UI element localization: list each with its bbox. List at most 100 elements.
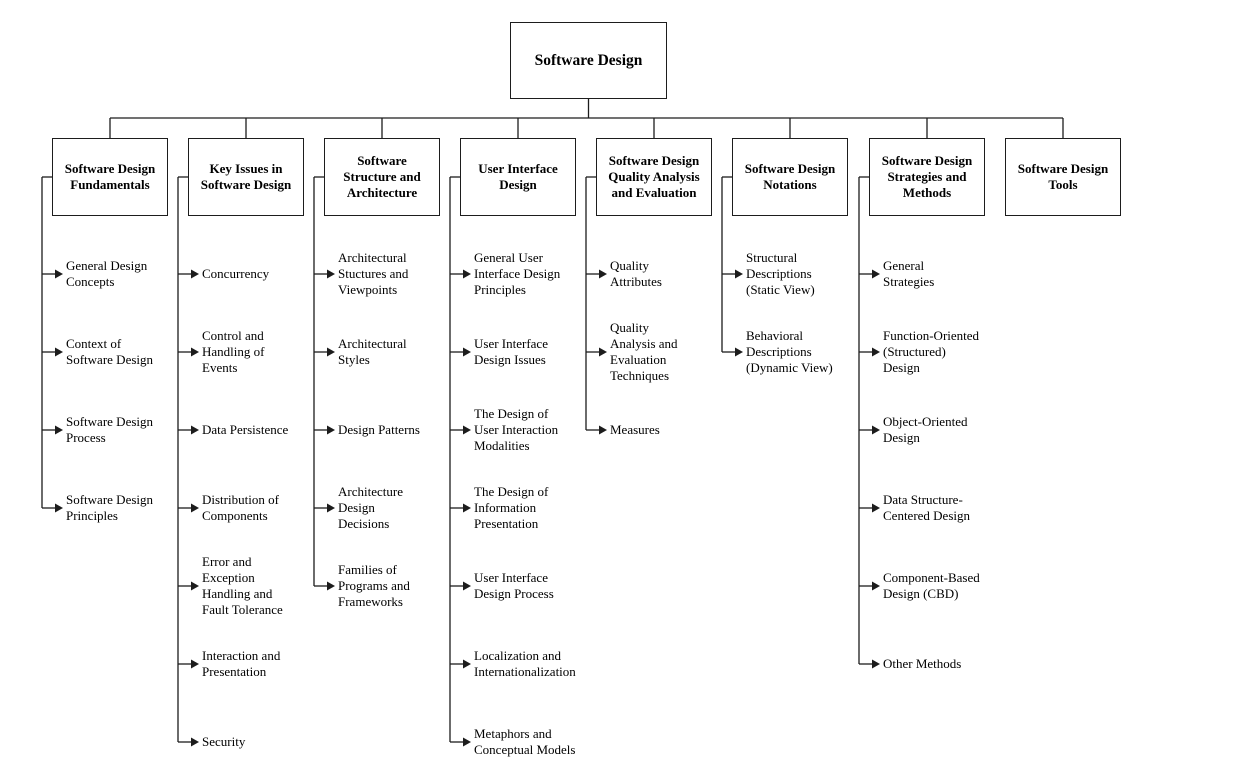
leaf-line: Descriptions bbox=[746, 266, 812, 281]
leaf-line: The Design of bbox=[474, 484, 549, 499]
node-title-line: User Interface bbox=[478, 161, 558, 176]
leaf-line: Principles bbox=[474, 282, 526, 297]
arrowhead-icon bbox=[872, 581, 880, 591]
leaf-line: User Interaction bbox=[474, 422, 559, 437]
leaf-line: Programs and bbox=[338, 578, 410, 593]
arrowhead-icon bbox=[599, 425, 607, 435]
node-title-line: Software Design bbox=[608, 153, 700, 168]
leaf-line: Attributes bbox=[610, 274, 662, 289]
leaf-line: General User bbox=[474, 250, 543, 265]
leaf-line: Viewpoints bbox=[338, 282, 398, 297]
leaf-line: Design (CBD) bbox=[883, 586, 959, 601]
leaf-line: Control and bbox=[202, 328, 264, 343]
arrowhead-icon bbox=[735, 347, 743, 357]
arrowhead-icon bbox=[327, 581, 335, 591]
leaf-line: Concepts bbox=[66, 274, 115, 289]
arrowhead-icon bbox=[872, 659, 880, 669]
leaf-line: Design Process bbox=[474, 586, 554, 601]
arrowhead-icon bbox=[55, 425, 63, 435]
leaf-line: Measures bbox=[610, 422, 660, 437]
leaf-line: Information bbox=[474, 500, 537, 515]
leaf-line: Design bbox=[338, 500, 375, 515]
arrowhead-icon bbox=[327, 503, 335, 513]
leaf-line: Interaction and bbox=[202, 648, 281, 663]
leaf-line: Components bbox=[202, 508, 268, 523]
leaf-line: Structural bbox=[746, 250, 798, 265]
node-title-line: Architecture bbox=[346, 185, 418, 200]
arrowhead-icon bbox=[872, 347, 880, 357]
leaf-item: Data Structure-Centered Design bbox=[883, 492, 970, 524]
arrowhead-icon bbox=[191, 347, 199, 357]
leaf-line: Frameworks bbox=[338, 594, 403, 609]
node-title-line: Software Design bbox=[1017, 161, 1109, 176]
leaf-line: Architecture bbox=[338, 484, 403, 499]
leaf-line: Styles bbox=[338, 352, 370, 367]
leaf-line: Context of bbox=[66, 336, 122, 351]
node-title-line: Software Design bbox=[744, 161, 836, 176]
leaf-line: Techniques bbox=[610, 368, 670, 383]
node-title-line: Software Design bbox=[881, 153, 973, 168]
leaf-line: Architectural bbox=[338, 250, 407, 265]
arrowhead-icon bbox=[872, 425, 880, 435]
leaf-line: Principles bbox=[66, 508, 118, 523]
leaf-line: Conceptual Models bbox=[474, 742, 576, 757]
leaf-line: Decisions bbox=[338, 516, 390, 531]
node-title-line: Quality Analysis bbox=[608, 169, 700, 184]
leaf-line: Evaluation bbox=[610, 352, 667, 367]
leaf-line: User Interface bbox=[474, 336, 548, 351]
leaf-line: Families of bbox=[338, 562, 397, 577]
leaf-line: Stuctures and bbox=[338, 266, 409, 281]
node-title-line: Structure and bbox=[343, 169, 421, 184]
node-title-line: Fundamentals bbox=[70, 177, 150, 192]
arrowhead-icon bbox=[191, 581, 199, 591]
leaf-line: (Structured) bbox=[883, 344, 946, 359]
leaf-line: Metaphors and bbox=[474, 726, 552, 741]
arrowhead-icon bbox=[55, 269, 63, 279]
arrowhead-icon bbox=[327, 347, 335, 357]
leaf-line: Interface Design bbox=[474, 266, 561, 281]
leaf-item: Other Methods bbox=[883, 656, 961, 672]
arrowhead-icon bbox=[599, 269, 607, 279]
leaf-line: Quality bbox=[610, 258, 649, 273]
leaf-line: Design bbox=[883, 430, 920, 445]
node-title-line: Notations bbox=[763, 177, 817, 192]
leaf-item: Design Patterns bbox=[338, 422, 420, 438]
arrowhead-icon bbox=[872, 269, 880, 279]
node-root-software-design: Software Design bbox=[510, 22, 667, 99]
node-title-line: Tools bbox=[1048, 177, 1078, 192]
leaf-line: Design Issues bbox=[474, 352, 546, 367]
leaf-line: Handling of bbox=[202, 344, 265, 359]
leaf-line: Handling and bbox=[202, 586, 273, 601]
leaf-line: Presentation bbox=[474, 516, 539, 531]
leaf-line: Behavioral bbox=[746, 328, 804, 343]
leaf-item: Data Persistence bbox=[202, 422, 288, 438]
leaf-line: General bbox=[883, 258, 925, 273]
leaf-item: Security bbox=[202, 734, 245, 750]
arrowhead-icon bbox=[191, 269, 199, 279]
node-title-line: Strategies and bbox=[887, 169, 967, 184]
node-title-line: Methods bbox=[902, 185, 952, 200]
